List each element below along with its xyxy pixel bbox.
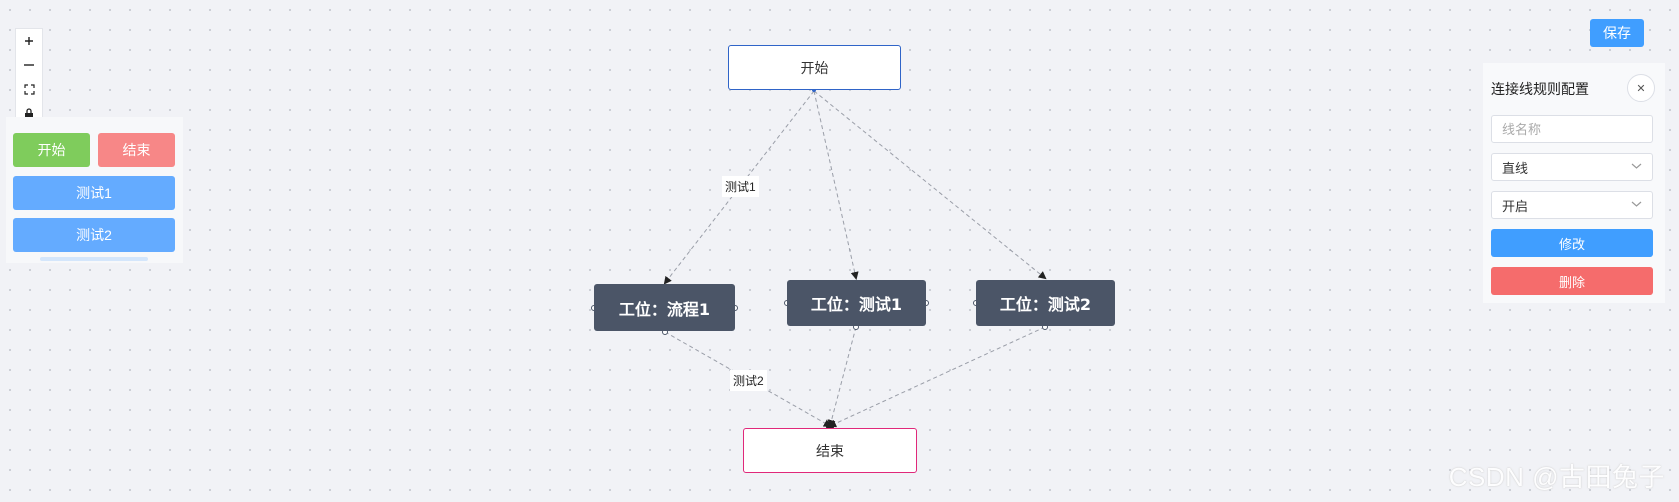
edge-label[interactable]: 测试2	[730, 370, 767, 391]
edge-config-panel: 连接线规则配置 ✕ 直线 开启 修改 删除	[1483, 63, 1665, 303]
close-icon: ✕	[1636, 82, 1646, 95]
fit-view-button[interactable]	[16, 77, 42, 101]
edge-start-to-station3[interactable]	[813, 90, 1047, 280]
line-name-field[interactable]	[1491, 115, 1653, 143]
station-node-process1[interactable]: 工位：流程1	[594, 284, 735, 331]
palette-start-button[interactable]: 开始	[13, 133, 90, 167]
start-node[interactable]: 开始	[728, 45, 901, 90]
zoom-out-button[interactable]	[16, 53, 42, 77]
chevron-down-icon	[1631, 201, 1642, 207]
palette-end-button[interactable]: 结束	[98, 133, 175, 167]
delete-button[interactable]: 删除	[1491, 267, 1653, 295]
minus-icon	[24, 64, 34, 66]
end-node[interactable]: 结束	[743, 428, 917, 473]
status-value: 开启	[1502, 198, 1529, 214]
palette-scrollbar[interactable]	[40, 257, 148, 261]
node-palette: 开始 结束 测试1 测试2	[6, 117, 183, 263]
chevron-down-icon	[1631, 163, 1642, 169]
watermark: CSDN @古田兔子	[1448, 462, 1665, 492]
plus-icon	[25, 37, 33, 45]
modify-button[interactable]: 修改	[1491, 229, 1653, 257]
station-node-test2[interactable]: 工位：测试2	[976, 280, 1115, 326]
zoom-toolbar	[15, 28, 43, 128]
lock-icon	[25, 107, 33, 119]
status-select[interactable]: 开启	[1491, 191, 1653, 219]
palette-item-test2[interactable]: 测试2	[13, 218, 175, 252]
save-button[interactable]: 保存	[1590, 19, 1644, 47]
line-type-select[interactable]: 直线	[1491, 153, 1653, 181]
panel-title: 连接线规则配置	[1491, 81, 1589, 97]
line-name-input[interactable]	[1502, 121, 1642, 137]
edge-station2-to-end[interactable]	[827, 326, 857, 428]
palette-item-test1[interactable]: 测试1	[13, 176, 175, 210]
station-node-test1[interactable]: 工位：测试1	[787, 280, 926, 326]
lock-button[interactable]	[16, 101, 42, 125]
line-type-value: 直线	[1502, 160, 1529, 176]
zoom-in-button[interactable]	[16, 29, 42, 53]
fullscreen-icon	[23, 83, 35, 95]
close-button[interactable]: ✕	[1627, 74, 1655, 102]
edge-label[interactable]: 测试1	[722, 176, 759, 197]
edge-station3-to-end[interactable]	[828, 326, 1046, 428]
edge-start-to-station2[interactable]	[813, 90, 859, 280]
